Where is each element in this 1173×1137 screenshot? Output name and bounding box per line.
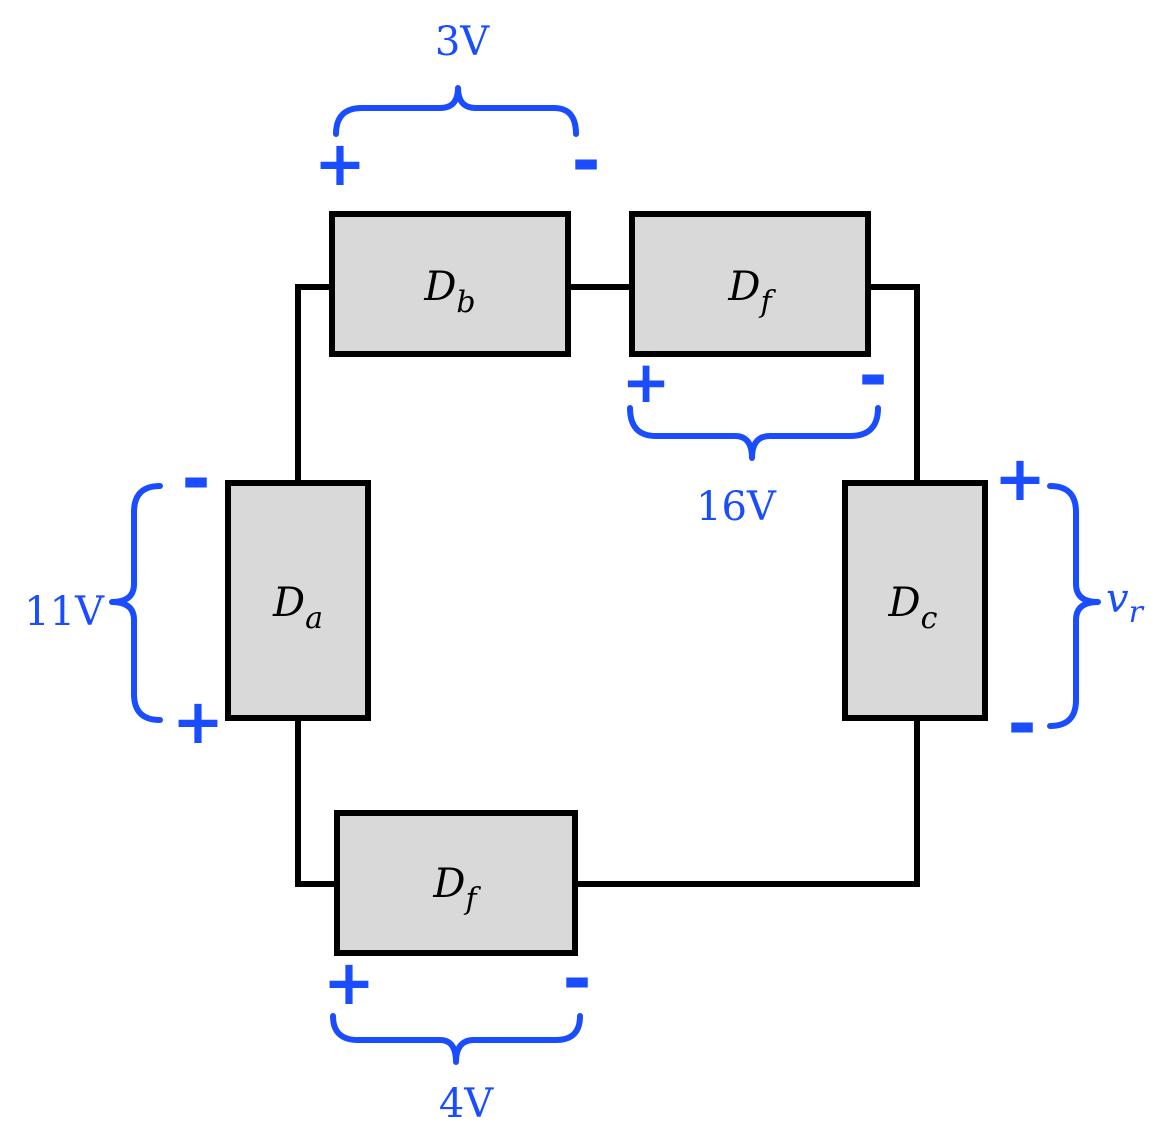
element-df-bottom: Df	[334, 810, 578, 956]
wires	[295, 284, 920, 887]
element-da-label: Da	[272, 580, 323, 636]
element-db: Db	[329, 211, 571, 357]
brace-right	[1047, 483, 1101, 729]
plus-sign-left: +	[172, 685, 224, 758]
voltage-top-right-value: 16V	[696, 484, 777, 530]
wire-right-bottom	[572, 715, 920, 887]
brace-bottom	[330, 1013, 583, 1065]
minus-sign-top-left: -	[571, 120, 600, 202]
element-df-top-label: Df	[727, 264, 776, 320]
minus-sign-right: -	[1007, 683, 1036, 765]
element-db-label: Db	[423, 264, 475, 320]
minus-sign-left: -	[181, 438, 210, 520]
element-df-top: Df	[629, 211, 871, 357]
voltage-right-variable: vr	[1106, 576, 1145, 630]
wire-right-top	[865, 284, 920, 486]
wire-left-top	[295, 284, 335, 486]
voltage-bottom-value: 4V	[439, 1081, 494, 1127]
minus-sign-bottom: -	[562, 938, 591, 1020]
voltage-top-left-value: 3V	[435, 19, 490, 65]
annotations: 3V + - + - 16V - + 11V + - vr + - 4V	[24, 19, 1144, 1127]
plus-sign-top-right: +	[622, 348, 671, 416]
wire-left-bottom	[295, 715, 340, 887]
element-dc-label: Dc	[888, 580, 938, 636]
element-dc: Dc	[842, 480, 988, 721]
element-da: Da	[225, 480, 371, 721]
voltage-left-value: 11V	[24, 589, 105, 635]
brace-left	[109, 483, 163, 723]
brace-top-left	[333, 85, 579, 137]
plus-sign-bottom: +	[323, 946, 375, 1019]
minus-sign-top-right: -	[858, 335, 887, 417]
brace-top-right	[627, 405, 881, 461]
plus-sign-right: +	[994, 442, 1046, 515]
plus-sign-top-left: +	[314, 127, 366, 200]
